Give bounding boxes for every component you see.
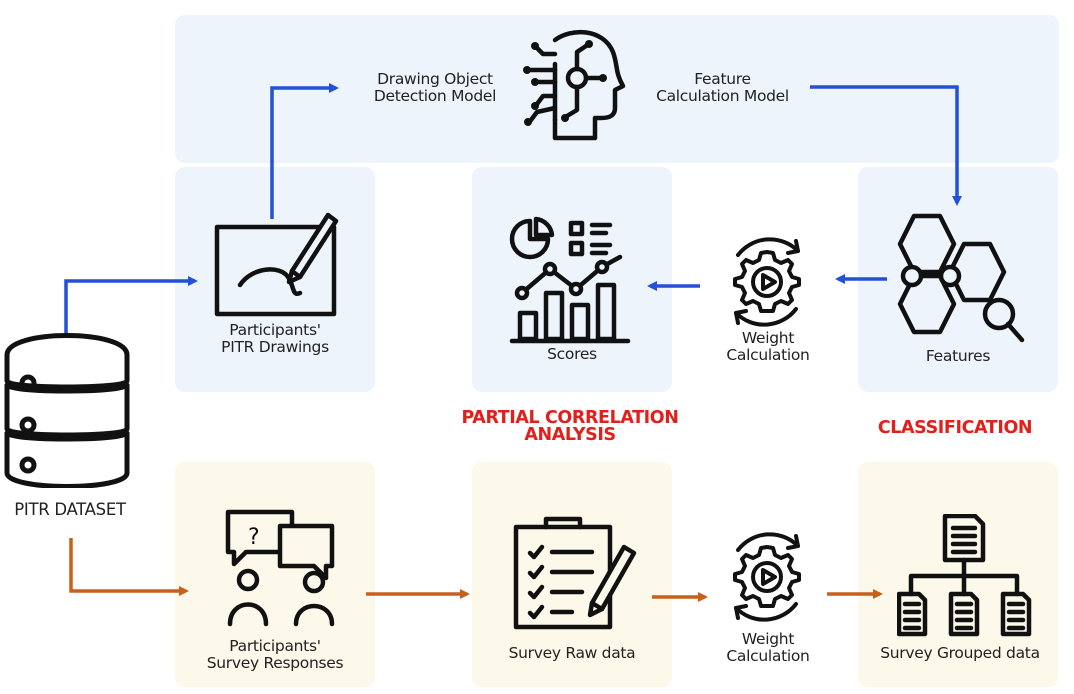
pitr-drawings-label: Participants' PITR Drawings	[221, 321, 329, 356]
scores-label: Scores	[547, 345, 597, 363]
arrow-dataset-to-survey	[69, 538, 189, 596]
weight-calculation-label: Weight Calculation	[726, 329, 810, 364]
chat-people-icon: ?	[225, 509, 335, 627]
gear-play-icon	[733, 532, 801, 622]
arrow-dataset-to-drawings	[64, 276, 198, 333]
survey-responses-panel	[175, 462, 375, 687]
arrow-drawings-to-model	[270, 83, 339, 219]
gear-play-icon	[733, 237, 801, 327]
survey-raw-panel	[472, 462, 672, 687]
document-hierarchy-icon	[897, 514, 1032, 637]
features-label: Features	[925, 347, 991, 365]
classification-label: CLASSIFICATION	[877, 418, 1033, 438]
dataset-label: PITR DATASET	[14, 500, 126, 519]
ai-head-icon	[523, 29, 626, 141]
hexagon-network-icon	[897, 213, 1025, 343]
survey-grouped-label: Survey Grouped data	[880, 644, 1040, 662]
drawing-model-label: Drawing Object Detection Model	[373, 70, 497, 105]
survey-raw-label: Survey Raw data	[508, 644, 636, 662]
scores-panel	[472, 167, 672, 392]
database-icon	[4, 333, 130, 488]
clipboard-checklist-icon	[513, 516, 637, 630]
partial-correlation-label: PARTIAL CORRELATION ANALYSIS	[461, 408, 679, 445]
svg-text:?: ?	[248, 525, 260, 550]
feature-model-label: Feature Calculation Model	[656, 70, 789, 105]
weight-calculation-label: Weight Calculation	[726, 630, 810, 665]
survey-responses-label: Participants' Survey Responses	[206, 637, 344, 672]
arrow-model-to-features	[810, 85, 962, 206]
drawings-panel	[175, 167, 375, 392]
analytics-chart-icon	[509, 216, 631, 344]
tablet-drawing-icon	[214, 212, 339, 317]
